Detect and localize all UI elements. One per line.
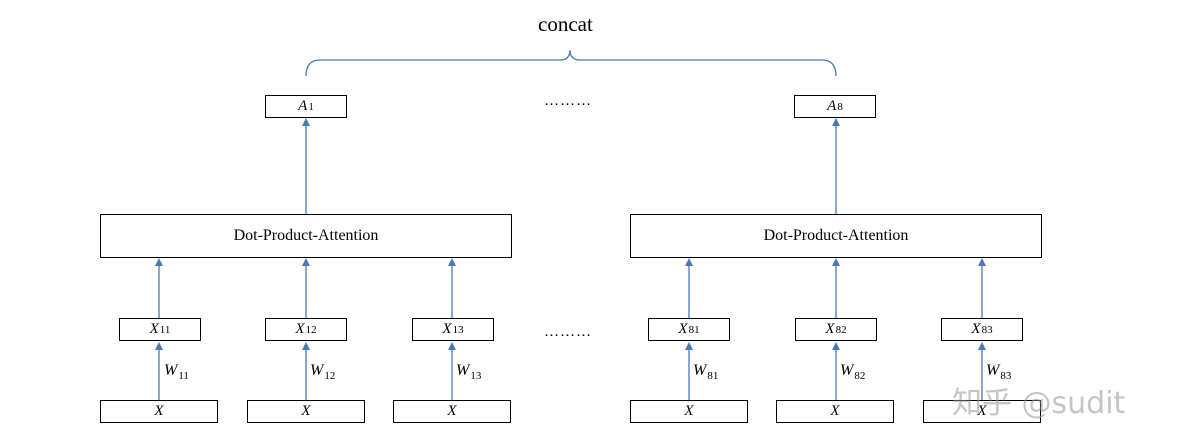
weight-w81-sub: 81 [707,370,719,382]
ellipsis-middle: ……… [544,324,592,340]
weight-label-w81: W81 [693,362,718,382]
projection-x82-sub: 82 [835,323,847,336]
output-a1-base: A [298,98,308,114]
watermark: 知乎 @sudit [952,386,1126,421]
projection-x13-base: X [442,321,452,337]
output-a8-base: A [827,98,837,114]
weight-w13-sub: 13 [470,370,482,382]
projection-x81-base: X [678,321,688,337]
output-a8-sub: 8 [837,100,843,113]
projection-x83-base: X [971,321,981,337]
weight-w83-base: W [986,362,1000,379]
projection-x83-sub: 83 [981,323,993,336]
ellipsis-top: ……… [544,93,592,109]
projection-x11-base: X [149,321,159,337]
weight-w81-base: W [693,362,707,379]
attention-box-head8: Dot-Product-Attention [630,214,1042,258]
weight-label-w82: W82 [840,362,865,382]
weight-label-w13: W13 [456,362,481,382]
weight-w13-base: W [456,362,470,379]
projection-x12-base: X [295,321,305,337]
weight-label-w12: W12 [310,362,335,382]
weight-label-w11: W11 [164,362,189,382]
input-box-3: X [393,400,511,423]
weight-w83-sub: 83 [1000,370,1012,382]
projection-x12-sub: 12 [305,323,317,336]
projection-x82-base: X [825,321,835,337]
input-box-1: X [100,400,218,423]
concat-brace [305,49,837,77]
weight-label-w83: W83 [986,362,1011,382]
concat-label: concat [538,12,593,36]
attention-box-head1: Dot-Product-Attention [100,214,512,258]
weight-w82-base: W [840,362,854,379]
weight-w82-sub: 82 [854,370,866,382]
input-box-2: X [247,400,365,423]
input-box-4: X [630,400,748,423]
weight-w11-base: W [164,362,178,379]
weight-w11-sub: 11 [178,370,189,382]
input-box-6: X [923,400,1041,423]
weight-w12-base: W [310,362,324,379]
projection-x13-sub: 13 [452,323,464,336]
output-a1-sub: 1 [308,100,314,113]
weight-w12-sub: 12 [324,370,336,382]
projection-x11-sub: 11 [159,323,171,336]
projection-x81-sub: 81 [688,323,700,336]
input-box-5: X [776,400,894,423]
